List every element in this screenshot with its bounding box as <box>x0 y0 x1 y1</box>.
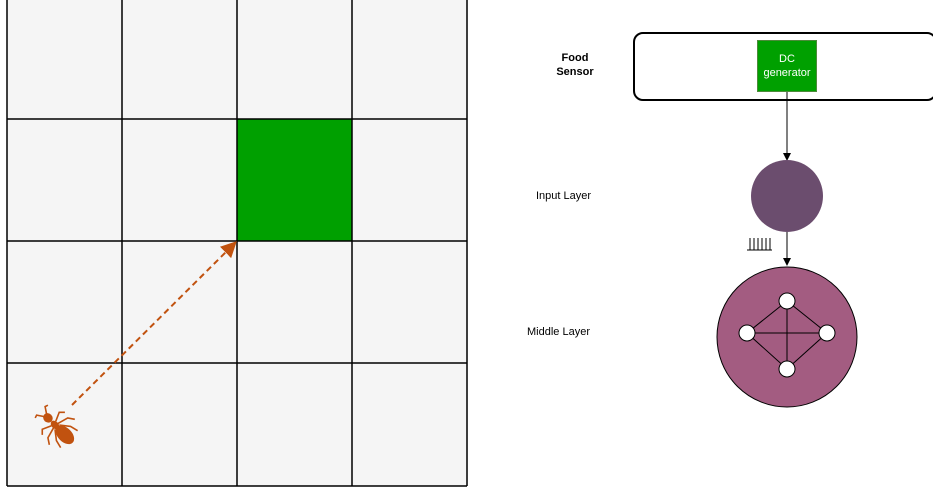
middle-node-bottom <box>779 361 795 377</box>
input-neuron <box>751 160 823 232</box>
food-sensor-label-line1: Food <box>540 51 610 65</box>
grid-world <box>0 0 470 490</box>
middle-node-left <box>739 325 755 341</box>
middle-layer-label: Middle Layer <box>527 325 627 339</box>
food-sensor-label: Food Sensor <box>540 51 610 79</box>
network-diagram <box>620 0 933 490</box>
middle-node-right <box>819 325 835 341</box>
spike-train-icon <box>747 238 772 250</box>
food-cell <box>237 119 352 241</box>
middle-node-top <box>779 293 795 309</box>
input-layer-label: Input Layer <box>536 189 616 203</box>
food-sensor-label-line2: Sensor <box>540 65 610 79</box>
